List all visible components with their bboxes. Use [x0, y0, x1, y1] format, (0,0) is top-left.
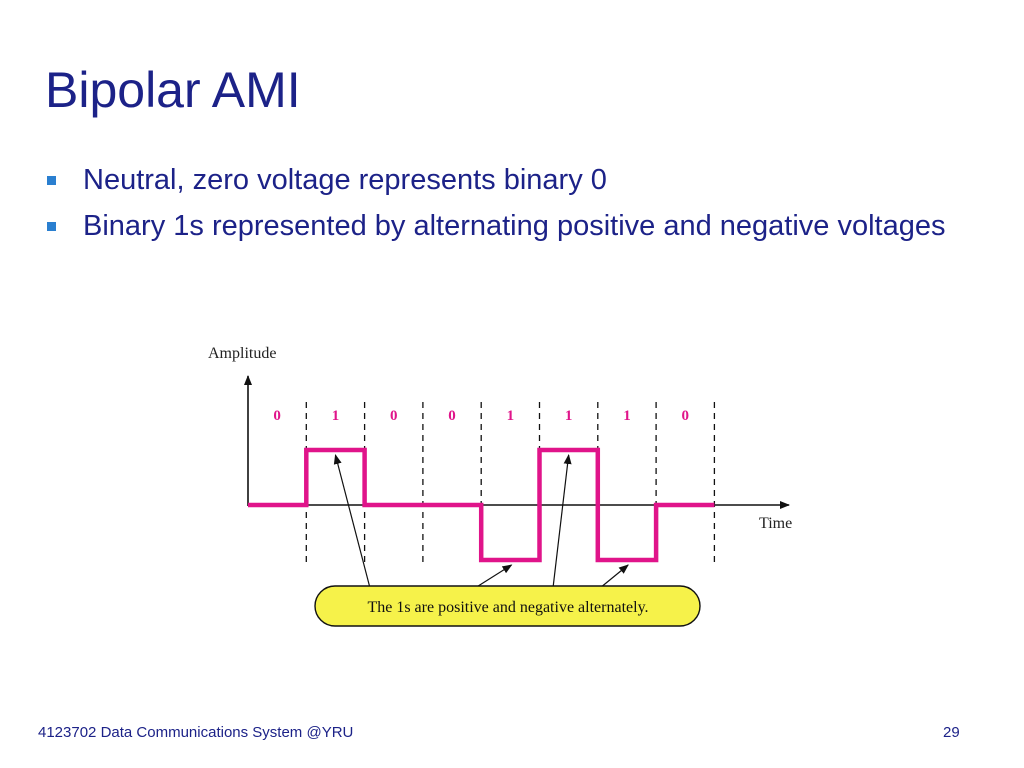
bit-boundary-lines: [305, 402, 716, 562]
callout-arrow: [333, 454, 371, 589]
square-bullet-icon: [47, 176, 56, 185]
bit-label: 1: [507, 408, 515, 424]
bit-label: 1: [623, 408, 631, 424]
bullet-text: Binary 1s represented by alternating pos…: [83, 210, 946, 242]
bit-label: 0: [390, 408, 398, 424]
bullet-item: Binary 1s represented by alternating pos…: [44, 206, 984, 247]
footer-course: 4123702 Data Communications System @YRU: [38, 724, 354, 741]
slide-title: Bipolar AMI: [45, 62, 301, 118]
callout-arrow: [474, 564, 513, 589]
page-number: 29: [943, 724, 960, 741]
bullet-item: Neutral, zero voltage represents binary …: [44, 160, 984, 201]
bit-label: 1: [565, 408, 573, 424]
square-bullet-icon: [47, 222, 56, 231]
bit-label: 0: [273, 408, 281, 424]
x-axis-label: Time: [759, 515, 792, 532]
callout-text: The 1s are positive and negative alterna…: [367, 599, 648, 616]
callout-arrow: [552, 454, 572, 589]
ami-signal-waveform: [248, 447, 715, 563]
bullet-list: Neutral, zero voltage represents binary …: [44, 160, 984, 252]
callout-box: [314, 585, 701, 627]
y-axis-label: Amplitude: [208, 345, 276, 362]
bit-label: 1: [332, 408, 340, 424]
bit-label: 0: [682, 408, 690, 424]
bit-labels: 0 1 0 0 1 1 1 0: [273, 408, 689, 424]
callout-arrows: [333, 454, 629, 589]
bullet-text: Neutral, zero voltage represents binary …: [83, 164, 607, 196]
callout-arrow: [599, 564, 629, 589]
bit-label: 0: [448, 408, 456, 424]
